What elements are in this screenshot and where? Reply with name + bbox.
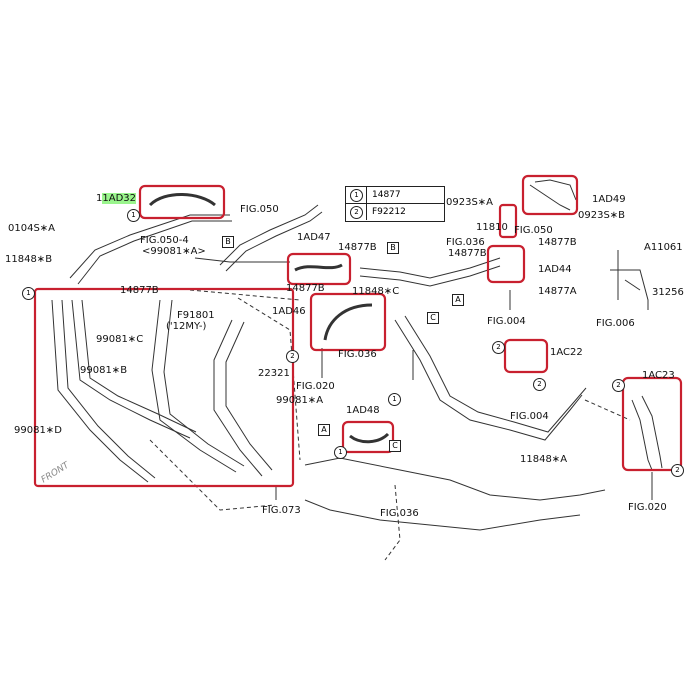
- label-22321[interactable]: 22321: [258, 368, 290, 379]
- ref-box-c-bottom: C: [389, 440, 401, 452]
- label-11848c[interactable]: 11848∗C: [352, 286, 400, 297]
- label-14877b-small[interactable]: 14877B: [538, 237, 577, 248]
- legend-code-2: F92212: [372, 207, 406, 217]
- label-fig020-a[interactable]: FIG.020: [296, 381, 335, 392]
- legend-row: 2 F92212: [346, 204, 444, 220]
- callout-circle-1: 1: [127, 209, 140, 222]
- label-fig020-b[interactable]: FIG.020: [628, 502, 667, 513]
- legend-divider: [366, 187, 367, 203]
- highlight-box-1ad44: [486, 244, 526, 284]
- ref-box-c-top: C: [427, 312, 439, 324]
- label-14877b-left[interactable]: 14877B: [120, 285, 159, 296]
- label-11810[interactable]: 11810: [476, 222, 508, 233]
- label-14877b-top[interactable]: 14877B: [338, 242, 377, 253]
- label-fig036-top[interactable]: FIG.036: [446, 237, 485, 248]
- ref-box-a-right: A: [452, 294, 464, 306]
- label-99081a-paren[interactable]: <99081∗A>: [142, 246, 206, 257]
- label-99081b[interactable]: 99081∗B: [80, 365, 128, 376]
- callout-circle-2: 2: [671, 464, 684, 477]
- ref-box-b-left: B: [222, 236, 234, 248]
- label-1ac23[interactable]: 1AC23: [642, 370, 675, 381]
- ref-box-a-left: A: [318, 424, 330, 436]
- highlight-boxes: [33, 174, 683, 488]
- label-fig050[interactable]: FIG.050: [240, 204, 279, 215]
- label-fig004-b[interactable]: FIG.004: [510, 411, 549, 422]
- label-fig073[interactable]: FIG.073: [262, 505, 301, 516]
- label-fig036-mid[interactable]: FIG.036: [338, 349, 377, 360]
- ref-box-b-right: B: [387, 242, 399, 254]
- highlight-box-1ad47: [286, 252, 352, 286]
- label-0923s-a[interactable]: 0923S∗A: [446, 197, 494, 208]
- label-0923s-b[interactable]: 0923S∗B: [578, 210, 626, 221]
- label-1ad44[interactable]: 1AD44: [538, 264, 572, 275]
- callout-circle-2: 2: [286, 350, 299, 363]
- label-14877b-mid[interactable]: 14877B: [286, 283, 325, 294]
- callout-circle-1: 1: [334, 446, 347, 459]
- label-14877b-right[interactable]: 14877B: [448, 248, 487, 259]
- label-fig050-4[interactable]: FIG.050-4: [140, 235, 189, 246]
- label-fig004-a[interactable]: FIG.004: [487, 316, 526, 327]
- callout-circle-1: 1: [388, 393, 401, 406]
- label-fig050-b[interactable]: FIG.050: [514, 225, 553, 236]
- highlight-box-1ac22: [503, 338, 549, 374]
- label-fig006[interactable]: FIG.006: [596, 318, 635, 329]
- label-fig036-bottom[interactable]: FIG.036: [380, 508, 419, 519]
- callout-circle-1: 1: [22, 287, 35, 300]
- highlight-box-1ad48: [341, 420, 395, 454]
- legend-circle-2: 2: [350, 206, 363, 219]
- label-1ac22[interactable]: 1AC22: [550, 347, 583, 358]
- legend-divider: [366, 204, 367, 220]
- label-99081a[interactable]: 99081∗A: [276, 395, 324, 406]
- label-1ad47[interactable]: 1AD47: [297, 232, 331, 243]
- highlight-box-left-group: [33, 287, 295, 488]
- label-a11061[interactable]: A11061: [644, 242, 683, 253]
- label-1ad49[interactable]: 1AD49: [592, 194, 626, 205]
- callout-circle-2: 2: [533, 378, 546, 391]
- callout-circle-2: 2: [492, 341, 505, 354]
- label-1ad48[interactable]: 1AD48: [346, 405, 380, 416]
- label-14877a[interactable]: 14877A: [538, 286, 577, 297]
- label-0104s-a[interactable]: 0104S∗A: [8, 223, 56, 234]
- legend-circle-1: 1: [350, 189, 363, 202]
- label-f91801[interactable]: F91801: [177, 310, 215, 321]
- label-1ad32-code: 1AD32: [102, 193, 137, 204]
- label-31256[interactable]: 31256: [652, 287, 684, 298]
- highlight-box-1ad46: [309, 292, 387, 352]
- hose-linework: [51, 179, 663, 561]
- label-12my: ('12MY-): [166, 321, 207, 332]
- highlight-box-11810: [498, 203, 518, 239]
- label-1ad46[interactable]: 1AD46: [272, 306, 306, 317]
- label-99081d[interactable]: 99081∗D: [14, 425, 62, 436]
- highlight-box-1ac23: [621, 376, 683, 472]
- label-11848a[interactable]: 11848∗A: [520, 454, 568, 465]
- legend-table: 1 14877 2 F92212: [345, 186, 445, 222]
- legend-row: 1 14877: [346, 187, 444, 204]
- highlight-box-1ad32: [138, 184, 226, 220]
- legend-code-1: 14877: [372, 190, 401, 200]
- label-1ad32[interactable]: 11AD32: [96, 193, 137, 204]
- label-99081c[interactable]: 99081∗C: [96, 334, 144, 345]
- callout-circle-2: 2: [612, 379, 625, 392]
- label-11848b[interactable]: 11848∗B: [5, 254, 53, 265]
- highlight-box-1ad49: [521, 174, 579, 216]
